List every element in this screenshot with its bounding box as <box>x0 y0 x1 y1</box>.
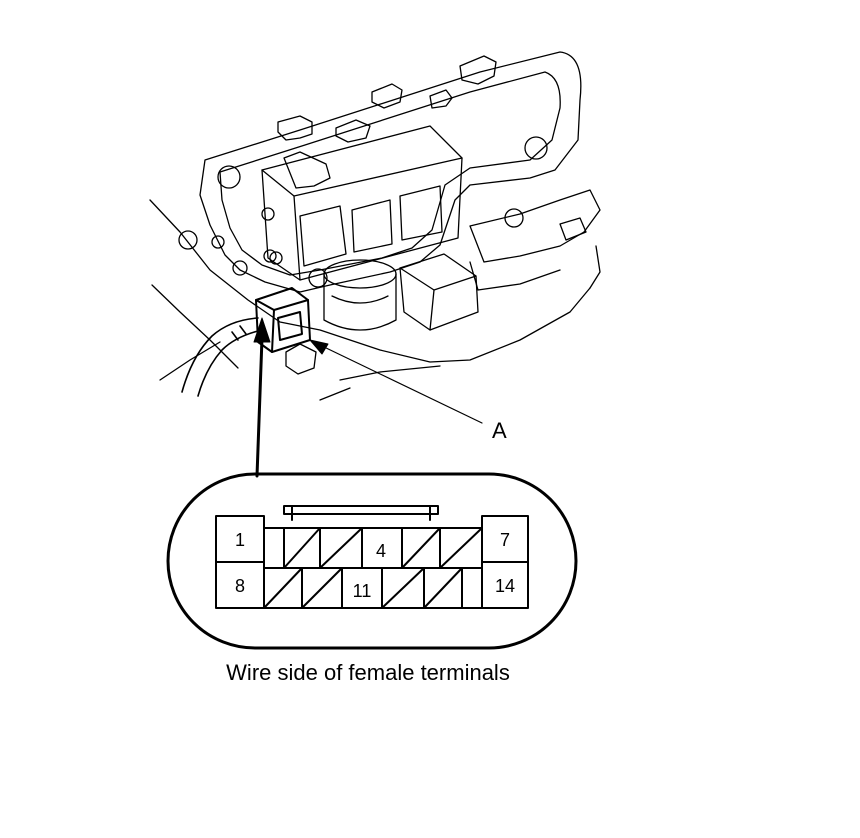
terminal-1-label: 1 <box>235 530 245 550</box>
connector-lock-tab <box>283 505 439 515</box>
terminal-4-label: 4 <box>376 541 386 561</box>
callout-a-leader-line <box>321 345 483 424</box>
terminal-7-label: 7 <box>500 530 510 550</box>
view-arrow-shaft <box>255 336 264 478</box>
wire-harness <box>181 317 263 397</box>
terminal-14-label: 14 <box>495 576 515 596</box>
terminal-8-label: 8 <box>235 576 245 596</box>
connector-face <box>215 505 529 609</box>
connector-face-outline <box>166 472 578 650</box>
callout-a-label: A <box>492 418 507 443</box>
terminal-11-label: 11 <box>353 581 372 601</box>
connector-view-caption: Wire side of female terminals <box>226 660 510 685</box>
mounting-bracket-drawing <box>149 51 601 401</box>
view-arrow-head <box>253 317 271 343</box>
callout-a-arrowhead <box>309 339 329 355</box>
